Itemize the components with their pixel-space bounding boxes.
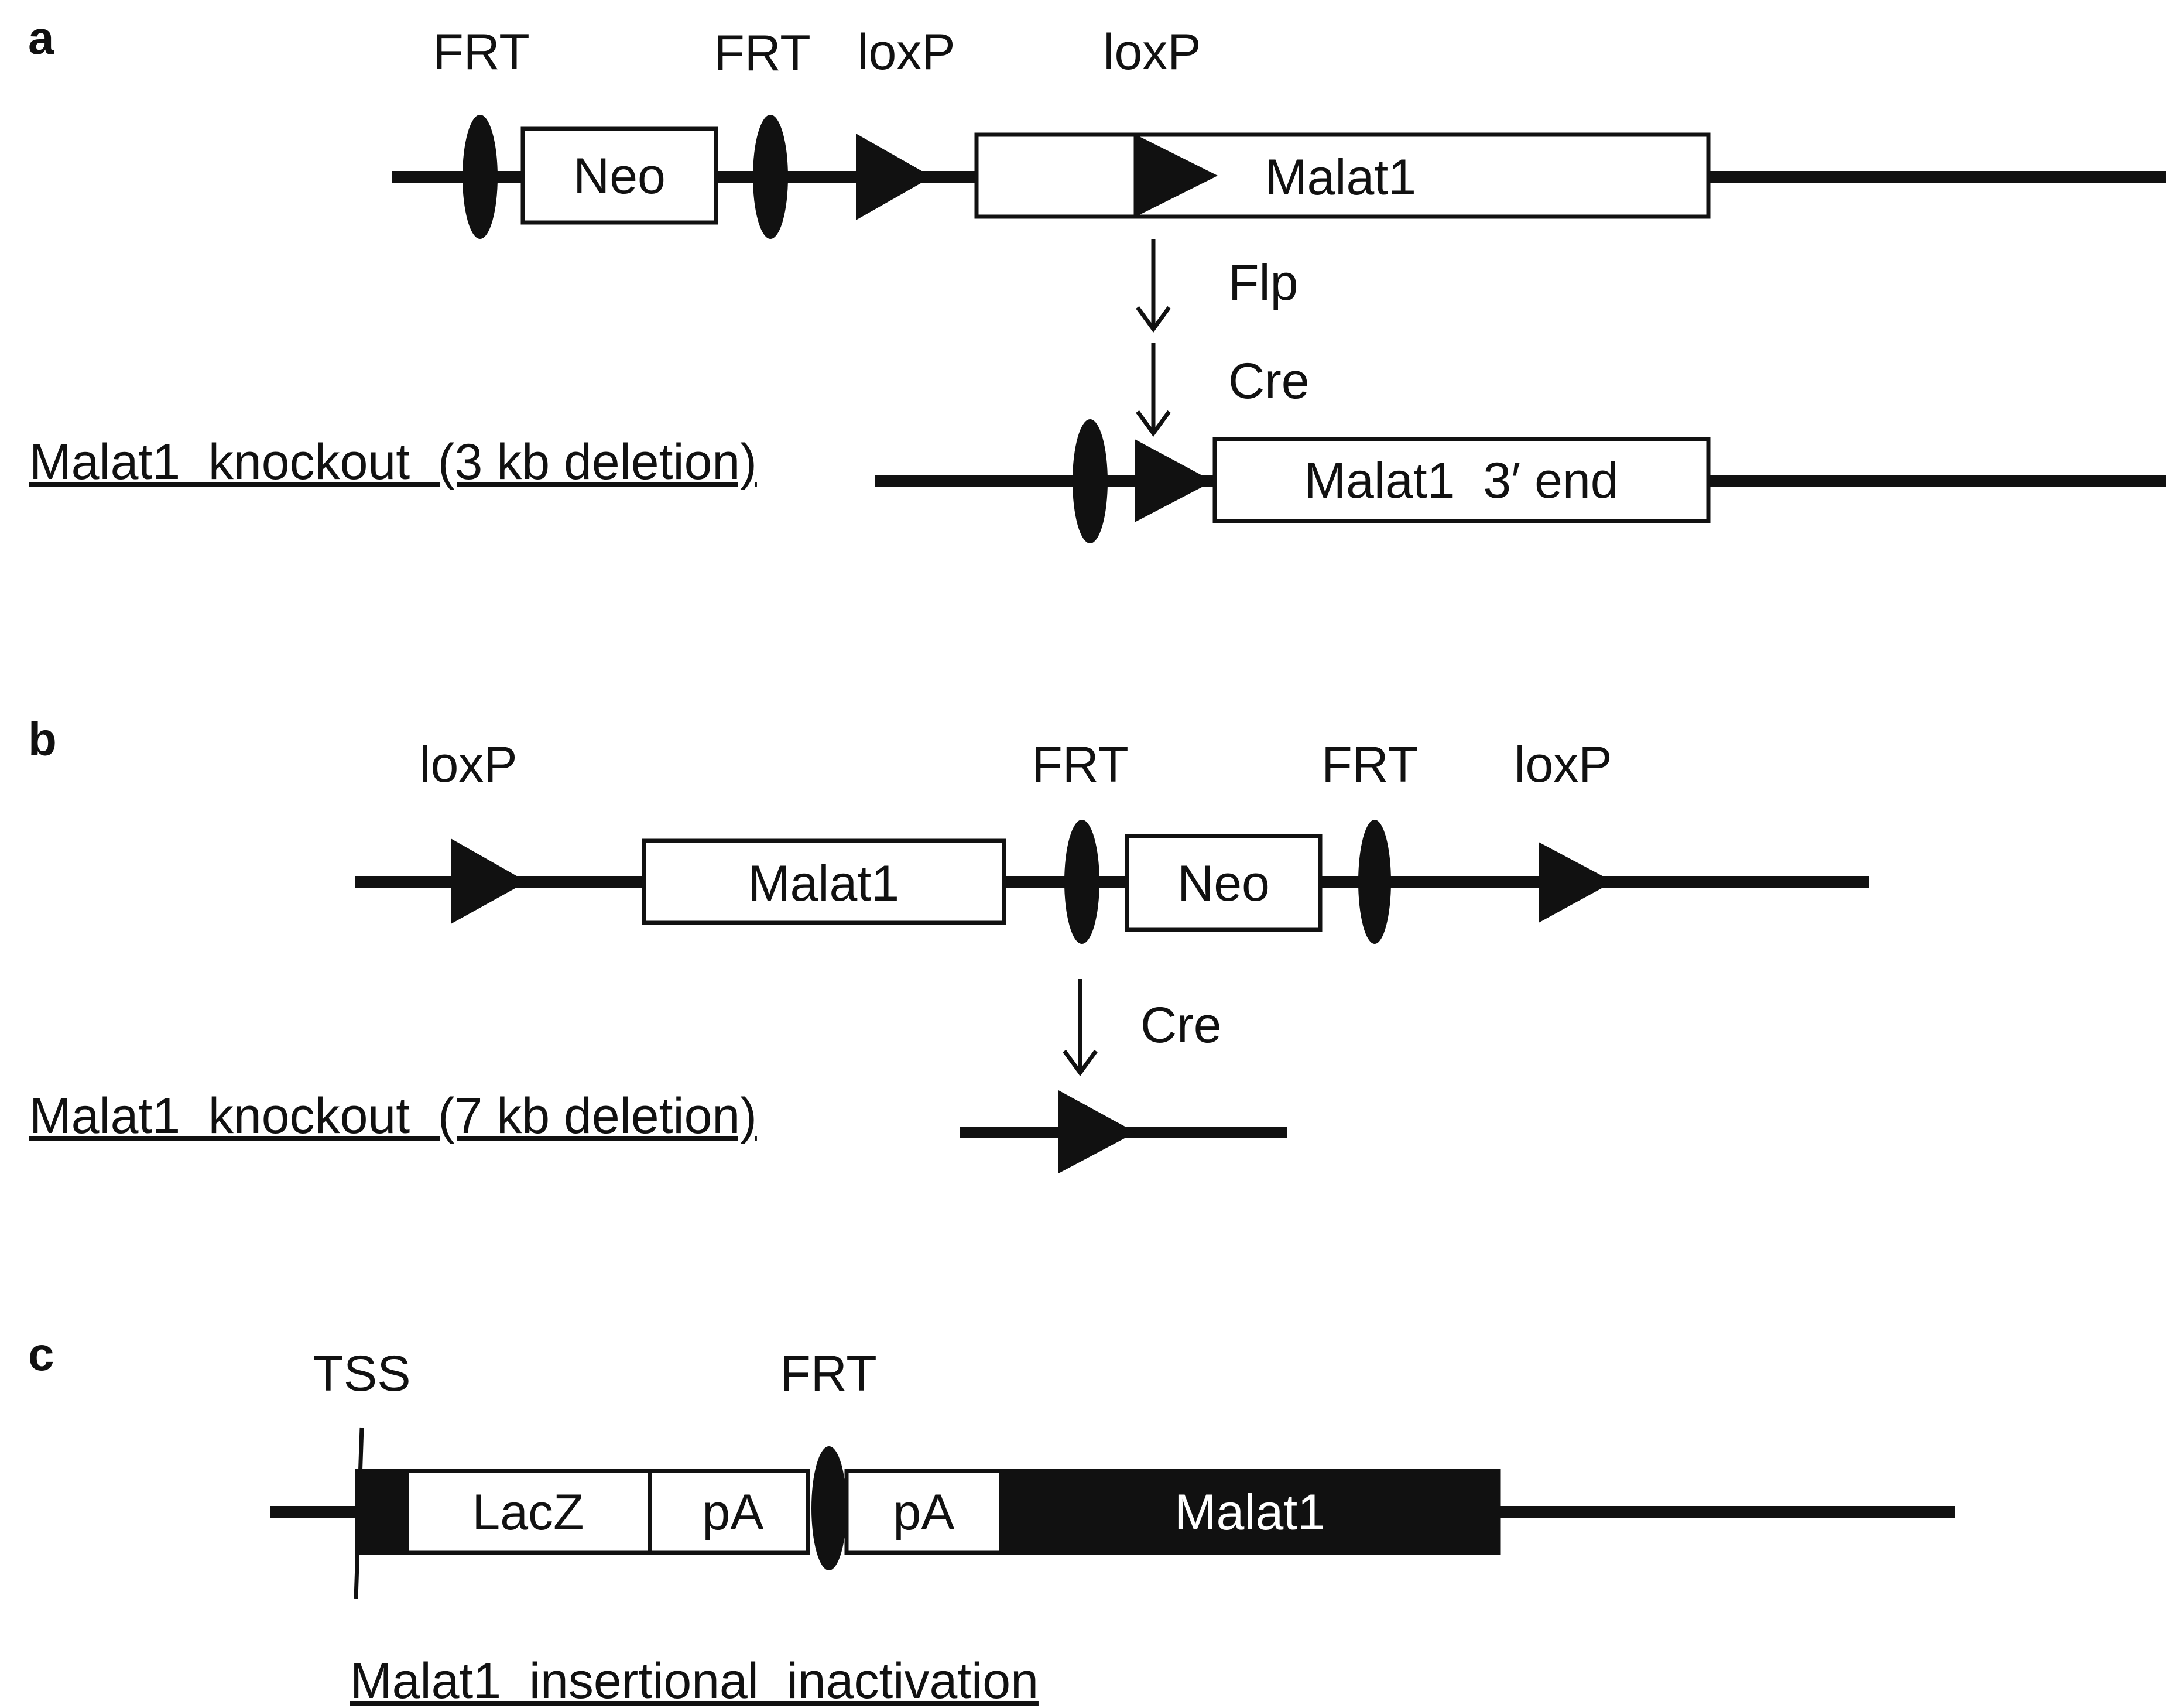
result-label-insertional: Malat1 insertional inactivation bbox=[350, 1653, 1039, 1708]
frt-site bbox=[811, 1446, 847, 1570]
loxp-site-2 bbox=[1539, 842, 1613, 923]
pa-label-1: pA bbox=[702, 1484, 764, 1541]
loxp-site-1 bbox=[451, 838, 527, 924]
frt-label: FRT bbox=[780, 1346, 877, 1402]
malat1-3-end-box bbox=[1212, 437, 1711, 523]
malat1-label: Malat1 bbox=[748, 855, 899, 912]
frt-site-result bbox=[1073, 419, 1108, 543]
panel-a: a FRT FRT loxP loxP Neo Malat1 Flp Cre M… bbox=[28, 12, 2166, 543]
frt-label-2: FRT bbox=[714, 25, 811, 81]
frt-site-1 bbox=[463, 115, 498, 239]
loxp-site-2 bbox=[1138, 136, 1218, 215]
loxp-label-2: loxP bbox=[1103, 24, 1201, 80]
lacz-label: LacZ bbox=[472, 1484, 584, 1541]
result-label-7kb: Malat1 knockout (7 kb deletion) bbox=[29, 1088, 757, 1144]
loxp-site-result bbox=[1135, 439, 1213, 522]
frt-site-1 bbox=[1064, 820, 1099, 944]
tss-label: TSS bbox=[313, 1346, 410, 1402]
exon-block bbox=[355, 1469, 409, 1555]
loxp-label-2: loxP bbox=[1514, 737, 1612, 793]
frt-site-2 bbox=[1358, 820, 1391, 944]
panel-c: c TSS FRT LacZ pA pA Malat1 Malat1 inser… bbox=[28, 1328, 1955, 1708]
neo-box bbox=[520, 126, 718, 225]
malat1-label: Malat1 bbox=[1174, 1484, 1325, 1541]
panel-c-label: c bbox=[28, 1328, 54, 1380]
frt-label-1: FRT bbox=[433, 24, 530, 80]
neo-label: Neo bbox=[1177, 855, 1270, 912]
pa-box-1 bbox=[648, 1469, 810, 1555]
malat1-box bbox=[974, 132, 1711, 219]
cre-label: Cre bbox=[1140, 997, 1222, 1053]
frt-site-2 bbox=[753, 115, 788, 239]
panel-b-label: b bbox=[28, 713, 57, 765]
malat1-box bbox=[642, 838, 1006, 925]
loxp-label-1: loxP bbox=[419, 737, 517, 793]
result-label-3kb: Malat1 knockout (3 kb deletion) bbox=[29, 434, 757, 490]
pa-box-2 bbox=[844, 1469, 1003, 1555]
loxp-site-result bbox=[1058, 1090, 1136, 1173]
panel-b: b loxP FRT FRT loxP Malat1 Neo Cre Malat… bbox=[28, 713, 1869, 1173]
cre-label: Cre bbox=[1228, 353, 1310, 409]
malat1-label: Malat1 bbox=[1265, 149, 1416, 206]
frt-label-2: FRT bbox=[1321, 737, 1419, 793]
malat1-box bbox=[999, 1469, 1501, 1555]
loxp-site-1 bbox=[856, 134, 932, 220]
frt-label-1: FRT bbox=[1032, 737, 1129, 793]
loxp-label-1: loxP bbox=[857, 24, 955, 80]
cre-arrow-head bbox=[1136, 410, 1171, 437]
cre-arrow-head bbox=[1063, 1049, 1098, 1076]
malat1-3-end-label: Malat1 3′ end bbox=[1304, 453, 1618, 509]
neo-label: Neo bbox=[573, 148, 666, 204]
panel-a-label: a bbox=[28, 12, 54, 64]
neo-box bbox=[1125, 834, 1323, 932]
flp-arrow-head bbox=[1136, 306, 1171, 333]
flp-label: Flp bbox=[1228, 255, 1298, 311]
pa-label-2: pA bbox=[893, 1484, 955, 1541]
